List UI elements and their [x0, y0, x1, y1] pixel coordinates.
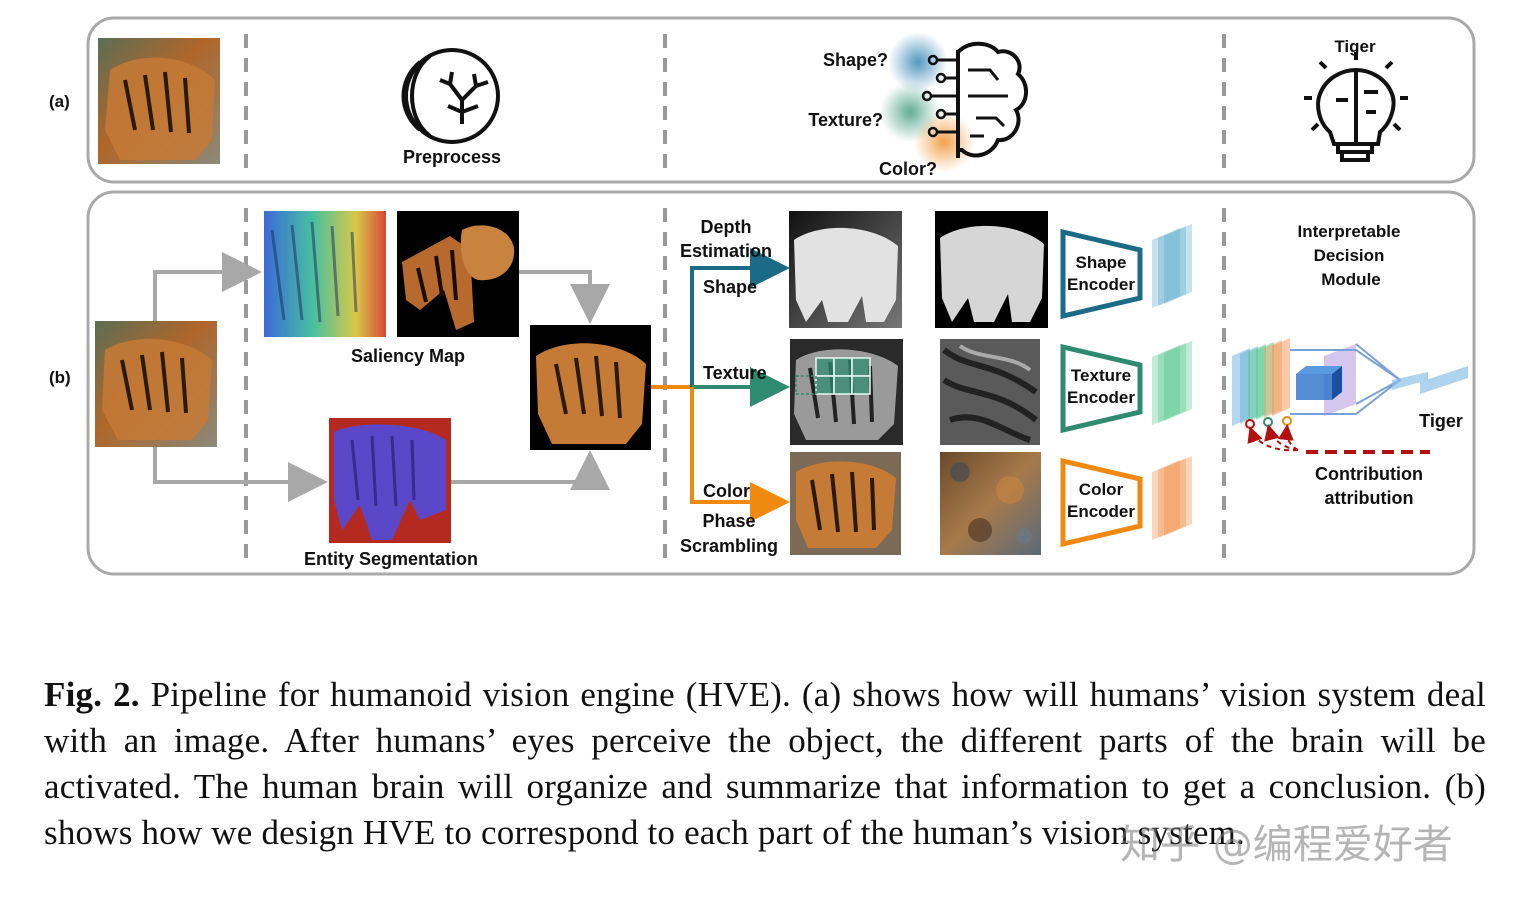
decision-module-diagram	[1232, 338, 1468, 454]
panel-b-frame	[86, 190, 1476, 576]
decision-module-label-1: Interpretable	[1298, 222, 1401, 241]
output-tiger-label: Tiger	[1419, 411, 1463, 431]
arrow-saliency-to-merge	[519, 270, 610, 324]
shape-feature-stack	[1152, 224, 1192, 308]
branch-color-arrow	[690, 387, 790, 522]
color-tiger-image	[790, 452, 901, 555]
color-feature-stack	[1152, 456, 1192, 540]
saliency-heatmap-image	[264, 211, 386, 337]
shape-silhouette-image	[935, 211, 1048, 328]
figure-caption-text: Pipeline for humanoid vision engine (HVE…	[44, 675, 1486, 852]
entity-segmentation-label: Entity Segmentation	[304, 549, 478, 569]
shape-question: Shape?	[823, 50, 888, 70]
color-encoder	[1060, 457, 1143, 548]
merged-tiger-image	[530, 325, 651, 450]
texture-crop-image	[940, 339, 1040, 445]
input-tiger-photo	[95, 321, 217, 447]
watermark: 知乎 @编程爱好者	[1120, 822, 1453, 868]
brain-icon	[880, 32, 1028, 172]
eye-icon	[401, 48, 500, 144]
decision-module-label-3: Module	[1321, 270, 1381, 289]
saliency-map-label: Saliency Map	[351, 346, 465, 366]
figure-caption: Fig. 2. Pipeline for humanoid vision eng…	[44, 672, 1486, 856]
lightbulb-icon	[1304, 52, 1408, 162]
color-encoder-label-1: Color	[1079, 480, 1124, 499]
arrow-to-saliency	[153, 252, 262, 321]
depth-map-image	[789, 211, 902, 328]
panel-a-frame	[86, 16, 1476, 184]
saliency-masked-image	[397, 211, 519, 337]
branch-shape-arrow	[690, 248, 790, 387]
entity-segmentation-image	[329, 418, 451, 543]
hve-pipeline-figure: (a) Preprocess Shape? Texture? Color? Ti…	[49, 16, 1476, 576]
texture-encoder-label-2: Encoder	[1067, 388, 1135, 407]
color-encoder-label-2: Encoder	[1067, 502, 1135, 521]
arrow-to-segmentation	[153, 447, 328, 502]
texture-question: Texture?	[808, 110, 883, 130]
shape-encoder	[1060, 228, 1143, 320]
preprocess-label: Preprocess	[403, 147, 501, 167]
tiger-result-label: Tiger	[1334, 37, 1376, 56]
panel-b-label: (b)	[49, 368, 71, 387]
texture-feature-stack	[1152, 341, 1192, 425]
phase-scrambling-label-2: Scrambling	[680, 536, 778, 556]
texture-encoder	[1060, 343, 1143, 434]
depth-estimation-label-2: Estimation	[680, 241, 772, 261]
branch-texture-label: Texture	[703, 363, 767, 383]
branch-shape-label: Shape	[703, 277, 757, 297]
phase-scrambling-label-1: Phase	[702, 511, 755, 531]
figure-number: Fig. 2.	[44, 675, 140, 714]
contribution-label-1: Contribution	[1315, 464, 1423, 484]
panel-a-label: (a)	[49, 92, 70, 111]
color-question: Color?	[879, 159, 937, 179]
branch-color-label: Color	[703, 481, 750, 501]
phase-scrambled-image	[940, 452, 1041, 555]
texture-encoder-label-1: Texture	[1071, 366, 1131, 385]
shape-encoder-label-2: Encoder	[1067, 275, 1135, 294]
contribution-label-2: attribution	[1325, 488, 1414, 508]
depth-estimation-label-1: Depth	[701, 217, 752, 237]
shape-encoder-label-1: Shape	[1075, 253, 1126, 272]
texture-patch-image	[790, 339, 903, 445]
panel-a-tiger-photo	[98, 38, 220, 164]
arrow-segmentation-to-merge	[450, 450, 610, 490]
decision-module-label-2: Decision	[1314, 246, 1385, 265]
